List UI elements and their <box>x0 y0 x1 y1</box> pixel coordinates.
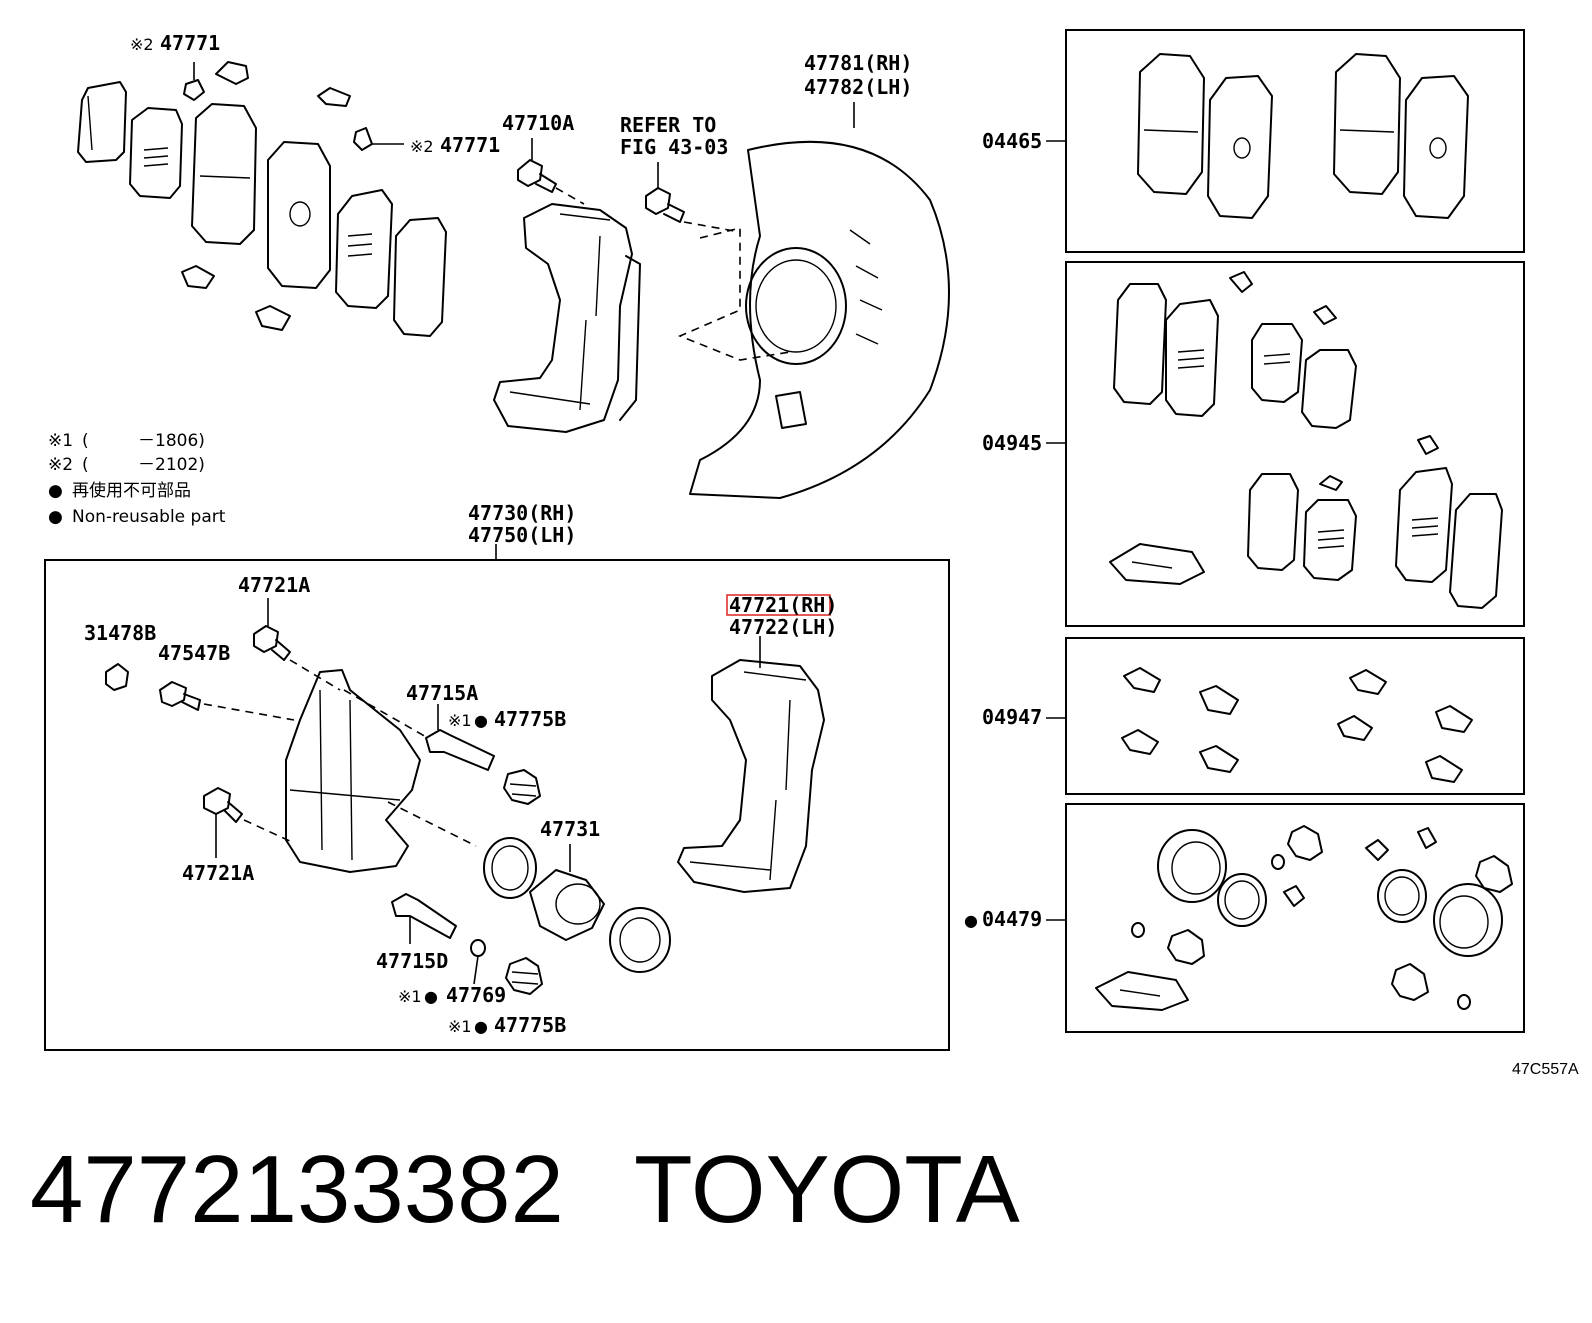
bushing-47769 <box>470 939 486 985</box>
kit-04945-frame <box>1065 261 1525 627</box>
label-04465: 04465 <box>982 129 1042 153</box>
caliper-body <box>285 669 477 873</box>
kit-04947-frame <box>1065 637 1525 795</box>
kit-04465-frame <box>1065 29 1525 253</box>
label-47730-rh: 47730(RH) <box>468 501 576 525</box>
label-47715D: 47715D <box>376 949 448 973</box>
label-47781-rh: 47781(RH) <box>804 51 912 75</box>
kit-04945-contents <box>1109 271 1503 609</box>
legend-note2-open: ( <box>82 455 89 475</box>
label-refer-line1: REFER TO <box>620 113 716 137</box>
caption-brand: TOYOTA <box>634 1136 1020 1243</box>
label-04479: 04479 <box>982 907 1042 931</box>
bolt-47721A-bottom <box>203 787 293 858</box>
ref1-mark-boot-top: ※1 <box>448 711 472 730</box>
cylinder-assembly-frame <box>44 559 950 1051</box>
label-47775B-top: 47775B <box>494 707 566 731</box>
label-47731: 47731 <box>540 817 600 841</box>
label-47750-lh: 47750(LH) <box>468 523 576 547</box>
ref1-mark-bushing: ※1 <box>398 987 422 1006</box>
dust-cover <box>677 102 950 499</box>
legend-bullet-en: ● <box>48 507 63 527</box>
kit-04479-contents <box>1095 825 1513 1011</box>
bullet-bushing: ● <box>424 987 438 1006</box>
kit-04947-contents <box>1121 667 1473 783</box>
piston <box>529 869 605 941</box>
kit-04465-contents <box>1137 53 1469 219</box>
pad-assembly-exploded <box>77 61 447 337</box>
label-47771-top: 47771 <box>160 31 220 55</box>
figure-code: 47C557A <box>1512 1061 1579 1078</box>
label-04947: 04947 <box>982 705 1042 729</box>
bleeder-plug <box>159 681 295 721</box>
label-47710A: 47710A <box>502 111 574 135</box>
label-47775B-bottom: 47775B <box>494 1013 566 1037</box>
caliper-bracket-top <box>493 203 641 433</box>
ref1-mark-boot-bottom: ※1 <box>448 1017 472 1036</box>
bolt-47721A-top <box>253 598 341 691</box>
bolt-47710A <box>517 138 585 205</box>
caption-part-number: 4772133382 <box>30 1136 564 1243</box>
label-47721-rh: 47721(RH) <box>729 593 837 617</box>
legend-bullet-jp: ● <box>48 481 63 501</box>
legend-note1-value: －1806) <box>138 431 205 451</box>
mounting-bracket <box>677 636 825 893</box>
legend-note1-mark: ※1 <box>48 431 73 451</box>
label-47769: 47769 <box>446 983 506 1007</box>
boot-47775B-bottom <box>505 957 543 995</box>
label-47721A-bottom: 47721A <box>182 861 254 885</box>
ref2-mark-top: ※2 <box>130 35 154 54</box>
bullet-boot-bottom: ● <box>474 1017 488 1036</box>
bullet-boot-top: ● <box>474 711 488 730</box>
slide-pin-47715A <box>425 704 495 771</box>
label-04945: 04945 <box>982 431 1042 455</box>
bullet-04479: ● <box>964 911 978 930</box>
boot-47775B-top <box>503 769 541 805</box>
piston-seal <box>483 837 571 899</box>
bleeder-cap <box>105 663 129 691</box>
label-47715A: 47715A <box>406 681 478 705</box>
legend-note2-mark: ※2 <box>48 455 73 475</box>
bolt-refer-fig <box>645 162 741 233</box>
label-47782-lh: 47782(LH) <box>804 75 912 99</box>
label-47547B: 47547B <box>158 641 230 665</box>
label-refer-line2: FIG 43-03 <box>620 135 728 159</box>
piston-boot <box>609 907 671 973</box>
legend-nonreusable-jp: 再使用不可部品 <box>72 480 191 501</box>
label-47721A-top: 47721A <box>238 573 310 597</box>
label-47771-mid: 47771 <box>440 133 500 157</box>
label-31478B: 31478B <box>84 621 156 645</box>
slide-pin-47715D <box>391 893 457 944</box>
legend-nonreusable-en: Non-reusable part <box>72 507 226 527</box>
label-47722-lh: 47722(LH) <box>729 615 837 639</box>
legend-note1-open: ( <box>82 431 89 451</box>
kit-04479-frame <box>1065 803 1525 1033</box>
highlight-box <box>726 594 831 616</box>
ref2-mark-mid: ※2 <box>410 137 434 156</box>
legend-note2-value: －2102) <box>138 455 205 475</box>
